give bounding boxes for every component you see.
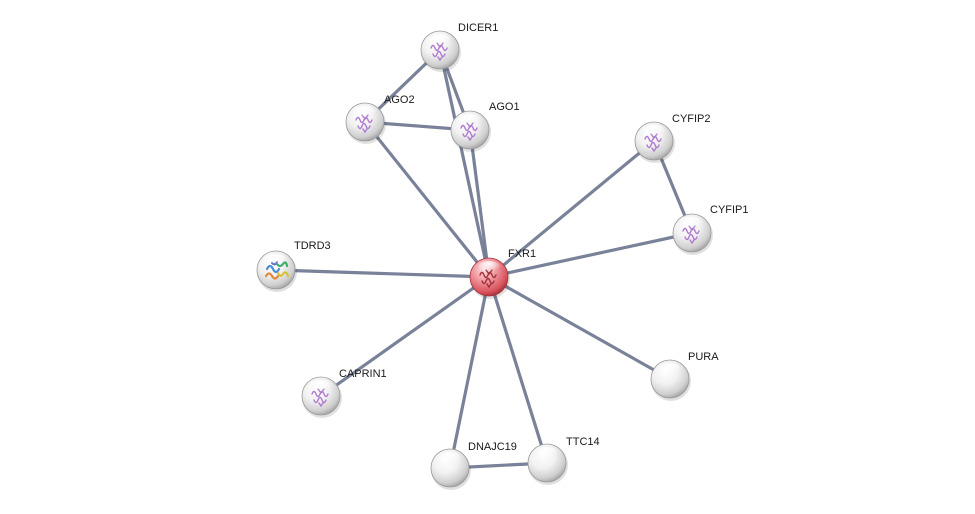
node-highlight [642, 125, 666, 139]
edge-fxr1-dicer1[interactable] [438, 48, 491, 279]
edge-fxr1-dnajc19[interactable] [448, 275, 491, 470]
node-label-caprin1: CAPRIN1 [339, 368, 387, 380]
protein-structure-icon [311, 388, 329, 408]
node-layer: FXR1 DICER1AGO2AGO1CYFIP2CYFIP1TDRD3CAPRI… [256, 22, 749, 490]
node-ago1[interactable]: AGO1 [450, 101, 520, 152]
node-label-fxr1: FXR1 [508, 248, 536, 260]
edge-fxr1-ttc14[interactable] [487, 275, 549, 465]
node-caprin1[interactable]: CAPRIN1 [301, 368, 387, 418]
node-cyfip1[interactable]: CYFIP1 [672, 204, 749, 255]
node-highlight [309, 380, 333, 394]
edge-fxr1-ago1[interactable] [468, 128, 491, 279]
node-highlight [477, 261, 501, 275]
node-highlight [680, 217, 704, 231]
protein-structure-icon [460, 122, 478, 142]
node-label-ago2: AGO2 [384, 94, 415, 106]
node-tdrd3[interactable]: TDRD3 [256, 240, 331, 292]
node-dicer1[interactable]: DICER1 [420, 22, 498, 72]
node-highlight [438, 452, 462, 466]
node-label-dicer1: DICER1 [458, 22, 498, 34]
node-label-ttc14: TTC14 [566, 436, 600, 448]
node-label-ago1: AGO1 [489, 101, 520, 113]
protein-structure-icon [479, 269, 497, 289]
edge-fxr1-pura[interactable] [487, 275, 672, 381]
protein-structure-icon [644, 133, 662, 153]
node-label-cyfip1: CYFIP1 [710, 204, 749, 216]
edge-fxr1-cyfip2[interactable] [487, 139, 656, 279]
node-highlight [535, 447, 559, 461]
node-label-tdrd3: TDRD3 [294, 240, 331, 252]
node-pura[interactable]: PURA [650, 351, 719, 401]
node-dnajc19[interactable]: DNAJC19 [430, 441, 517, 490]
node-highlight [353, 106, 377, 120]
node-label-dnajc19: DNAJC19 [468, 441, 517, 453]
edge-fxr1-ago2[interactable] [363, 120, 491, 279]
edge-fxr1-tdrd3[interactable] [274, 268, 491, 279]
node-highlight [658, 363, 682, 377]
protein-structure-icon [430, 42, 448, 62]
protein-structure-icon [682, 225, 700, 245]
node-ttc14[interactable]: TTC14 [527, 436, 600, 485]
node-ago2[interactable]: AGO2 [345, 94, 415, 144]
node-highlight [428, 34, 452, 48]
node-label-pura: PURA [688, 351, 719, 363]
node-highlight [458, 114, 482, 128]
node-label-cyfip2: CYFIP2 [672, 113, 711, 125]
edge-fxr1-cyfip1[interactable] [487, 231, 694, 279]
node-highlight [264, 254, 288, 268]
node-fxr1[interactable]: FXR1 [469, 248, 536, 299]
node-cyfip2[interactable]: CYFIP2 [634, 113, 711, 163]
protein-structure-icon [355, 114, 373, 134]
edge-fxr1-caprin1[interactable] [319, 275, 491, 398]
